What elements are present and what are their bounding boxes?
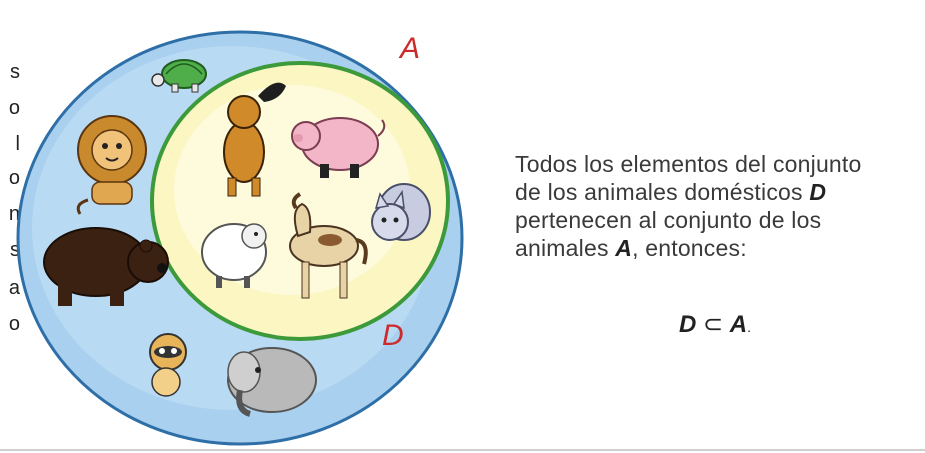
strip-char: a (8, 277, 20, 299)
strip-char: o (8, 313, 20, 335)
strip-char: s (10, 61, 20, 83)
cat-icon (371, 183, 431, 241)
formula-right: A (729, 311, 748, 338)
lion-icon (76, 115, 147, 215)
bottom-divider (0, 449, 925, 451)
caption-var-a: A (615, 235, 633, 261)
sheep-icon (201, 223, 267, 288)
caption-line-1: Todos los elementos del conjunto (515, 151, 862, 177)
caption-line-3: pertenecen al conjunto de los (515, 207, 822, 233)
subset-symbol: ⊂ (703, 311, 724, 338)
formula-left: D (678, 311, 697, 338)
bear-icon (43, 227, 169, 306)
strip-char: n (8, 203, 20, 225)
strip-char: s (10, 239, 20, 261)
pig-icon (291, 117, 386, 178)
horse-icon (289, 192, 368, 299)
elephant-icon (227, 347, 317, 417)
cropped-left-text: s o l o n s a o (0, 0, 30, 453)
strip-char: l (15, 133, 20, 155)
strip-char: o (8, 97, 20, 119)
set-a-label: A (398, 32, 420, 65)
caption-var-d: D (809, 179, 827, 205)
dog-icon (223, 82, 286, 197)
subset-formula: D ⊂ A. (640, 310, 790, 339)
raccoon-icon (149, 333, 187, 397)
caption-line-4: animales A, entonces: (515, 235, 747, 261)
strip-char: o (8, 167, 20, 189)
turtle-icon (151, 59, 207, 93)
caption-line-2: de los animales domésticos D (515, 179, 827, 205)
formula-end: . (747, 319, 752, 335)
set-d-label: D (382, 319, 404, 352)
explanation-text: Todos los elementos del conjunto de los … (515, 150, 903, 262)
